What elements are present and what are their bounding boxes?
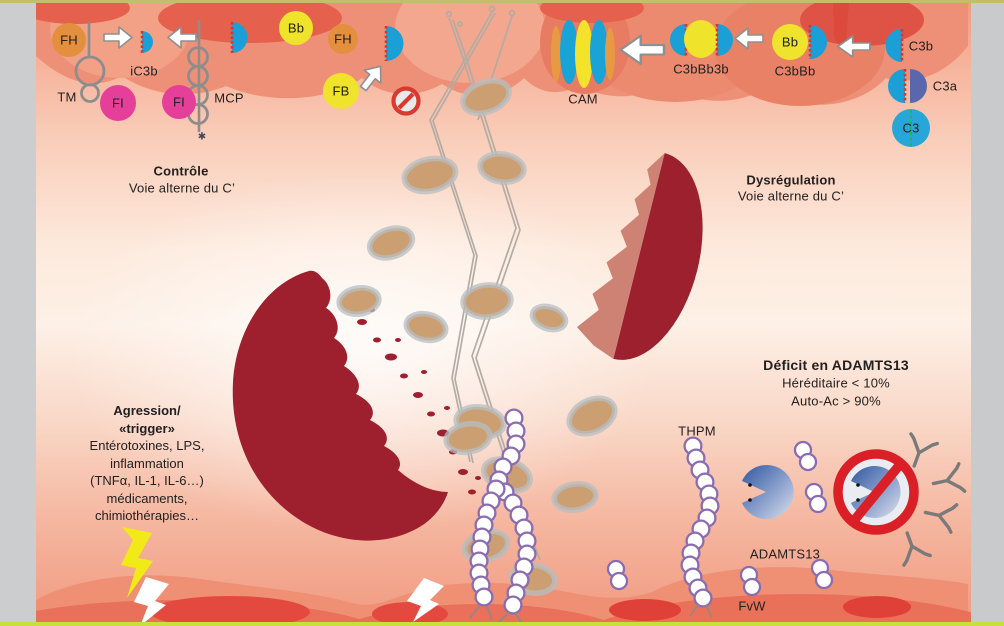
dysregulation-title: Dysrégulation (746, 172, 836, 188)
label-c3bbb3b: C3bBb3b (673, 61, 729, 77)
endothelial-nucleus (540, 0, 644, 23)
label-factor-h-left: FH (60, 32, 78, 48)
arrow-up-right (359, 65, 382, 92)
endothelial-nucleus (843, 596, 911, 618)
frame-bottom-rule (0, 622, 1004, 626)
label-factor-i-left: FI (112, 95, 124, 111)
frame-right-margin (971, 0, 1004, 626)
adamts13-enzyme (742, 464, 794, 519)
label-c3a: C3a (932, 78, 958, 94)
schistocytes (336, 77, 618, 596)
label-factor-b: FB (332, 83, 350, 99)
frame-left-margin (0, 0, 36, 626)
label-fvw: FvW (738, 598, 766, 614)
endothelial-nucleus (20, 0, 130, 24)
label-factor-h-mid: FH (334, 31, 352, 47)
arrow-left-large (619, 34, 666, 66)
dysregulation-molecules (551, 20, 930, 147)
arrow-left (734, 27, 764, 50)
adamts13-deficit-autoantibody: Auto-Ac > 90% (791, 393, 881, 409)
bb-circle (279, 11, 313, 45)
c3b-deposited (386, 26, 404, 61)
cam-complex (551, 20, 615, 88)
factor-h-circle (52, 23, 86, 57)
lightning-bolts (121, 527, 444, 626)
factor-i-circle (162, 85, 196, 119)
trigger-line: chimiothérapies… (94, 508, 200, 523)
lightning-bolt-white-left (134, 577, 169, 626)
c3bbb-convertase (772, 24, 827, 60)
c3-cleavage-pair (888, 69, 927, 103)
dysregulation-subtitle: Voie alterne du C’ (737, 188, 845, 204)
endothelial-nucleus (150, 596, 310, 626)
c3b-on-membrane (232, 22, 248, 53)
control-title: Contrôle (153, 163, 209, 179)
label-cam: CAM (568, 91, 598, 107)
control-subtitle: Voie alterne du C’ (128, 180, 236, 196)
prohibition-sign-small (391, 86, 421, 116)
label-mcp: MCP (214, 90, 244, 106)
endothelium-bottom-band (0, 567, 1004, 626)
arrow-left (167, 26, 197, 49)
adamts13-deficit-title: Déficit en ADAMTS13 (763, 357, 909, 373)
frame-top-rule (0, 0, 1004, 3)
asterisk-marker: ✱ (197, 131, 207, 143)
label-ic3b: iC3b (130, 63, 158, 79)
trigger-line: médicaments, (106, 490, 188, 506)
c3b-fragment (885, 29, 904, 62)
trigger-line: inflammation (110, 455, 184, 471)
fibrin-strands (429, 5, 541, 561)
amplification-molecules (279, 11, 421, 116)
trigger-line: «trigger» (119, 420, 175, 436)
factor-b-circle (323, 73, 359, 109)
factor-i-circle (100, 85, 136, 121)
label-c3b: C3b (908, 38, 934, 54)
trigger-line: (TNFα, IL-1, IL-6…) (90, 473, 204, 488)
label-thpm: THPM (678, 423, 716, 439)
control-molecules (52, 20, 248, 132)
platelet-vwf-chain-center (469, 408, 537, 626)
trigger-annotation: Agression/ «trigger» Entérotoxines, LPS,… (76, 402, 218, 525)
c3bbb3b-convertase (670, 20, 733, 58)
label-c3: C3 (902, 120, 920, 136)
fragmented-red-cell-right (576, 153, 703, 360)
trigger-line: Agression/ (113, 403, 181, 418)
trigger-line: Entérotoxines, LPS, (89, 438, 205, 453)
lightning-bolt-yellow (121, 527, 153, 598)
ic3b-fragment (142, 31, 153, 53)
autoantibody-icons (902, 432, 967, 567)
arrow-left (836, 35, 871, 58)
label-adamts13: ADAMTS13 (749, 546, 821, 562)
label-bb-mid: Bb (287, 20, 305, 36)
label-tm: TM (57, 89, 77, 105)
label-c3bbb: C3bBb (774, 63, 816, 79)
lightning-bolt-white-center (407, 578, 444, 622)
factor-h-circle (328, 24, 358, 54)
label-factor-i-right: FI (173, 94, 185, 110)
label-bb-right: Bb (781, 34, 799, 50)
vwf-fragment-pairs (606, 440, 834, 597)
platelet-vwf-chain-thpm (680, 436, 720, 618)
c3-molecule (892, 109, 930, 147)
lysis-streak (833, 3, 849, 44)
adamts13-deficit-hereditary: Héréditaire < 10% (782, 375, 890, 391)
adamts13-inhibited (833, 432, 967, 567)
prohibition-sign-large (833, 449, 919, 535)
endothelial-nucleus (609, 599, 681, 621)
arrow-right (103, 26, 133, 49)
